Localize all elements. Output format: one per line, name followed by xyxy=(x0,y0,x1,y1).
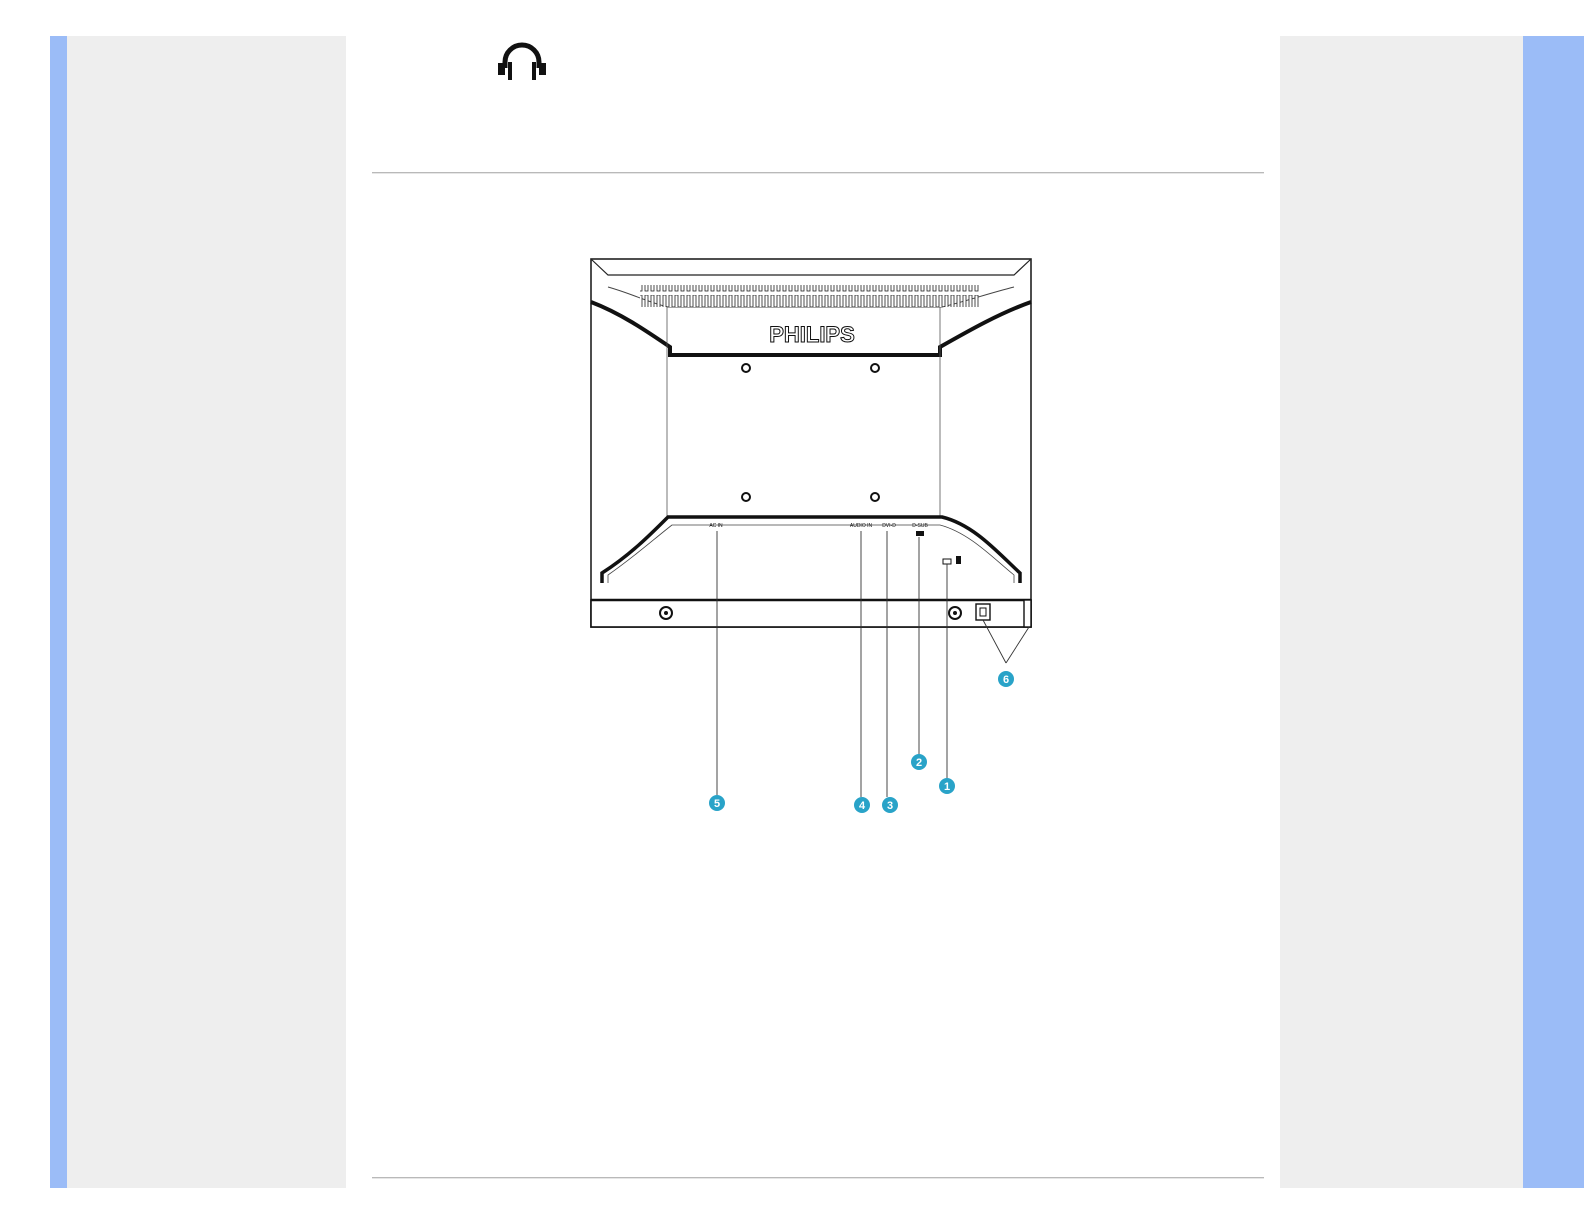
callout-1: 1 xyxy=(939,778,955,794)
callout-6: 6 xyxy=(998,671,1014,687)
svg-text:2: 2 xyxy=(916,757,922,769)
port-label-ac-in: AC IN xyxy=(709,523,723,529)
right-nav-stripe xyxy=(1523,36,1584,1188)
svg-text:4: 4 xyxy=(859,800,866,812)
svg-text:3: 3 xyxy=(887,800,893,812)
brand-logo: PHILIPS xyxy=(769,322,855,347)
horizontal-rule-top xyxy=(372,172,1264,174)
callout-2: 2 xyxy=(911,754,927,770)
svg-text:1: 1 xyxy=(944,781,950,793)
port-label-d-sub: D-SUB xyxy=(912,523,928,529)
port-label-dvi-d: DVI-D xyxy=(882,523,896,529)
horizontal-rule-bottom xyxy=(372,1177,1264,1179)
left-nav-stripe xyxy=(50,36,67,1188)
left-side-panel xyxy=(67,36,346,1188)
monitor-housing xyxy=(591,259,1031,627)
callout-3: 3 xyxy=(882,797,898,813)
headphone-icon xyxy=(497,38,547,84)
callout-5: 5 xyxy=(709,795,725,811)
right-side-panel xyxy=(1280,36,1523,1188)
callout-4: 4 xyxy=(854,797,870,813)
svg-text:6: 6 xyxy=(1003,674,1009,686)
monitor-rear-figure: PHILIPS AC IN AUDIO IN DVI-D D-SUB 1 2 3 xyxy=(590,255,1050,835)
svg-text:5: 5 xyxy=(714,798,720,810)
port-label-audio-in: AUDIO IN xyxy=(850,523,873,529)
